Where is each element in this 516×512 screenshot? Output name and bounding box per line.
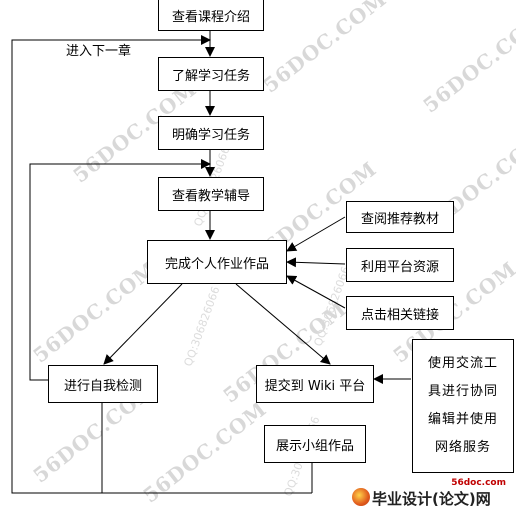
node-complete-work: 完成个人作业作品	[147, 240, 287, 284]
node-clarify-task: 明确学习任务	[158, 116, 264, 150]
node-read-materials: 查阅推荐教材	[346, 201, 454, 233]
node-understand-task: 了解学习任务	[158, 57, 264, 91]
node-self-test: 进行自我检测	[48, 365, 158, 403]
node-view-course-intro: 查看课程介绍	[158, 0, 264, 31]
collab-line-4: 网络服务	[434, 440, 491, 455]
collab-line-1: 使用交流工	[427, 356, 498, 371]
edge-label-next-chapter: 进入下一章	[66, 44, 132, 59]
logo-mark-icon	[352, 488, 370, 506]
node-submit-wiki: 提交到 Wiki 平台	[256, 365, 374, 403]
node-view-guidance: 查看教学辅导	[158, 177, 264, 211]
node-show-group-work: 展示小组作品	[264, 425, 366, 463]
node-collaboration: 使用交流工 具进行协同 编辑并使用 网络服务	[412, 339, 514, 473]
collab-line-2: 具进行协同	[427, 384, 498, 399]
logo-url: 56doc.com	[451, 478, 506, 488]
collab-line-3: 编辑并使用	[427, 412, 498, 427]
node-click-links: 点击相关链接	[346, 296, 454, 330]
node-use-resources: 利用平台资源	[346, 248, 454, 282]
logo-text: 毕业设计(论文)网	[372, 490, 491, 508]
site-logo: 56doc.com 毕业设计(论文)网	[352, 478, 514, 512]
